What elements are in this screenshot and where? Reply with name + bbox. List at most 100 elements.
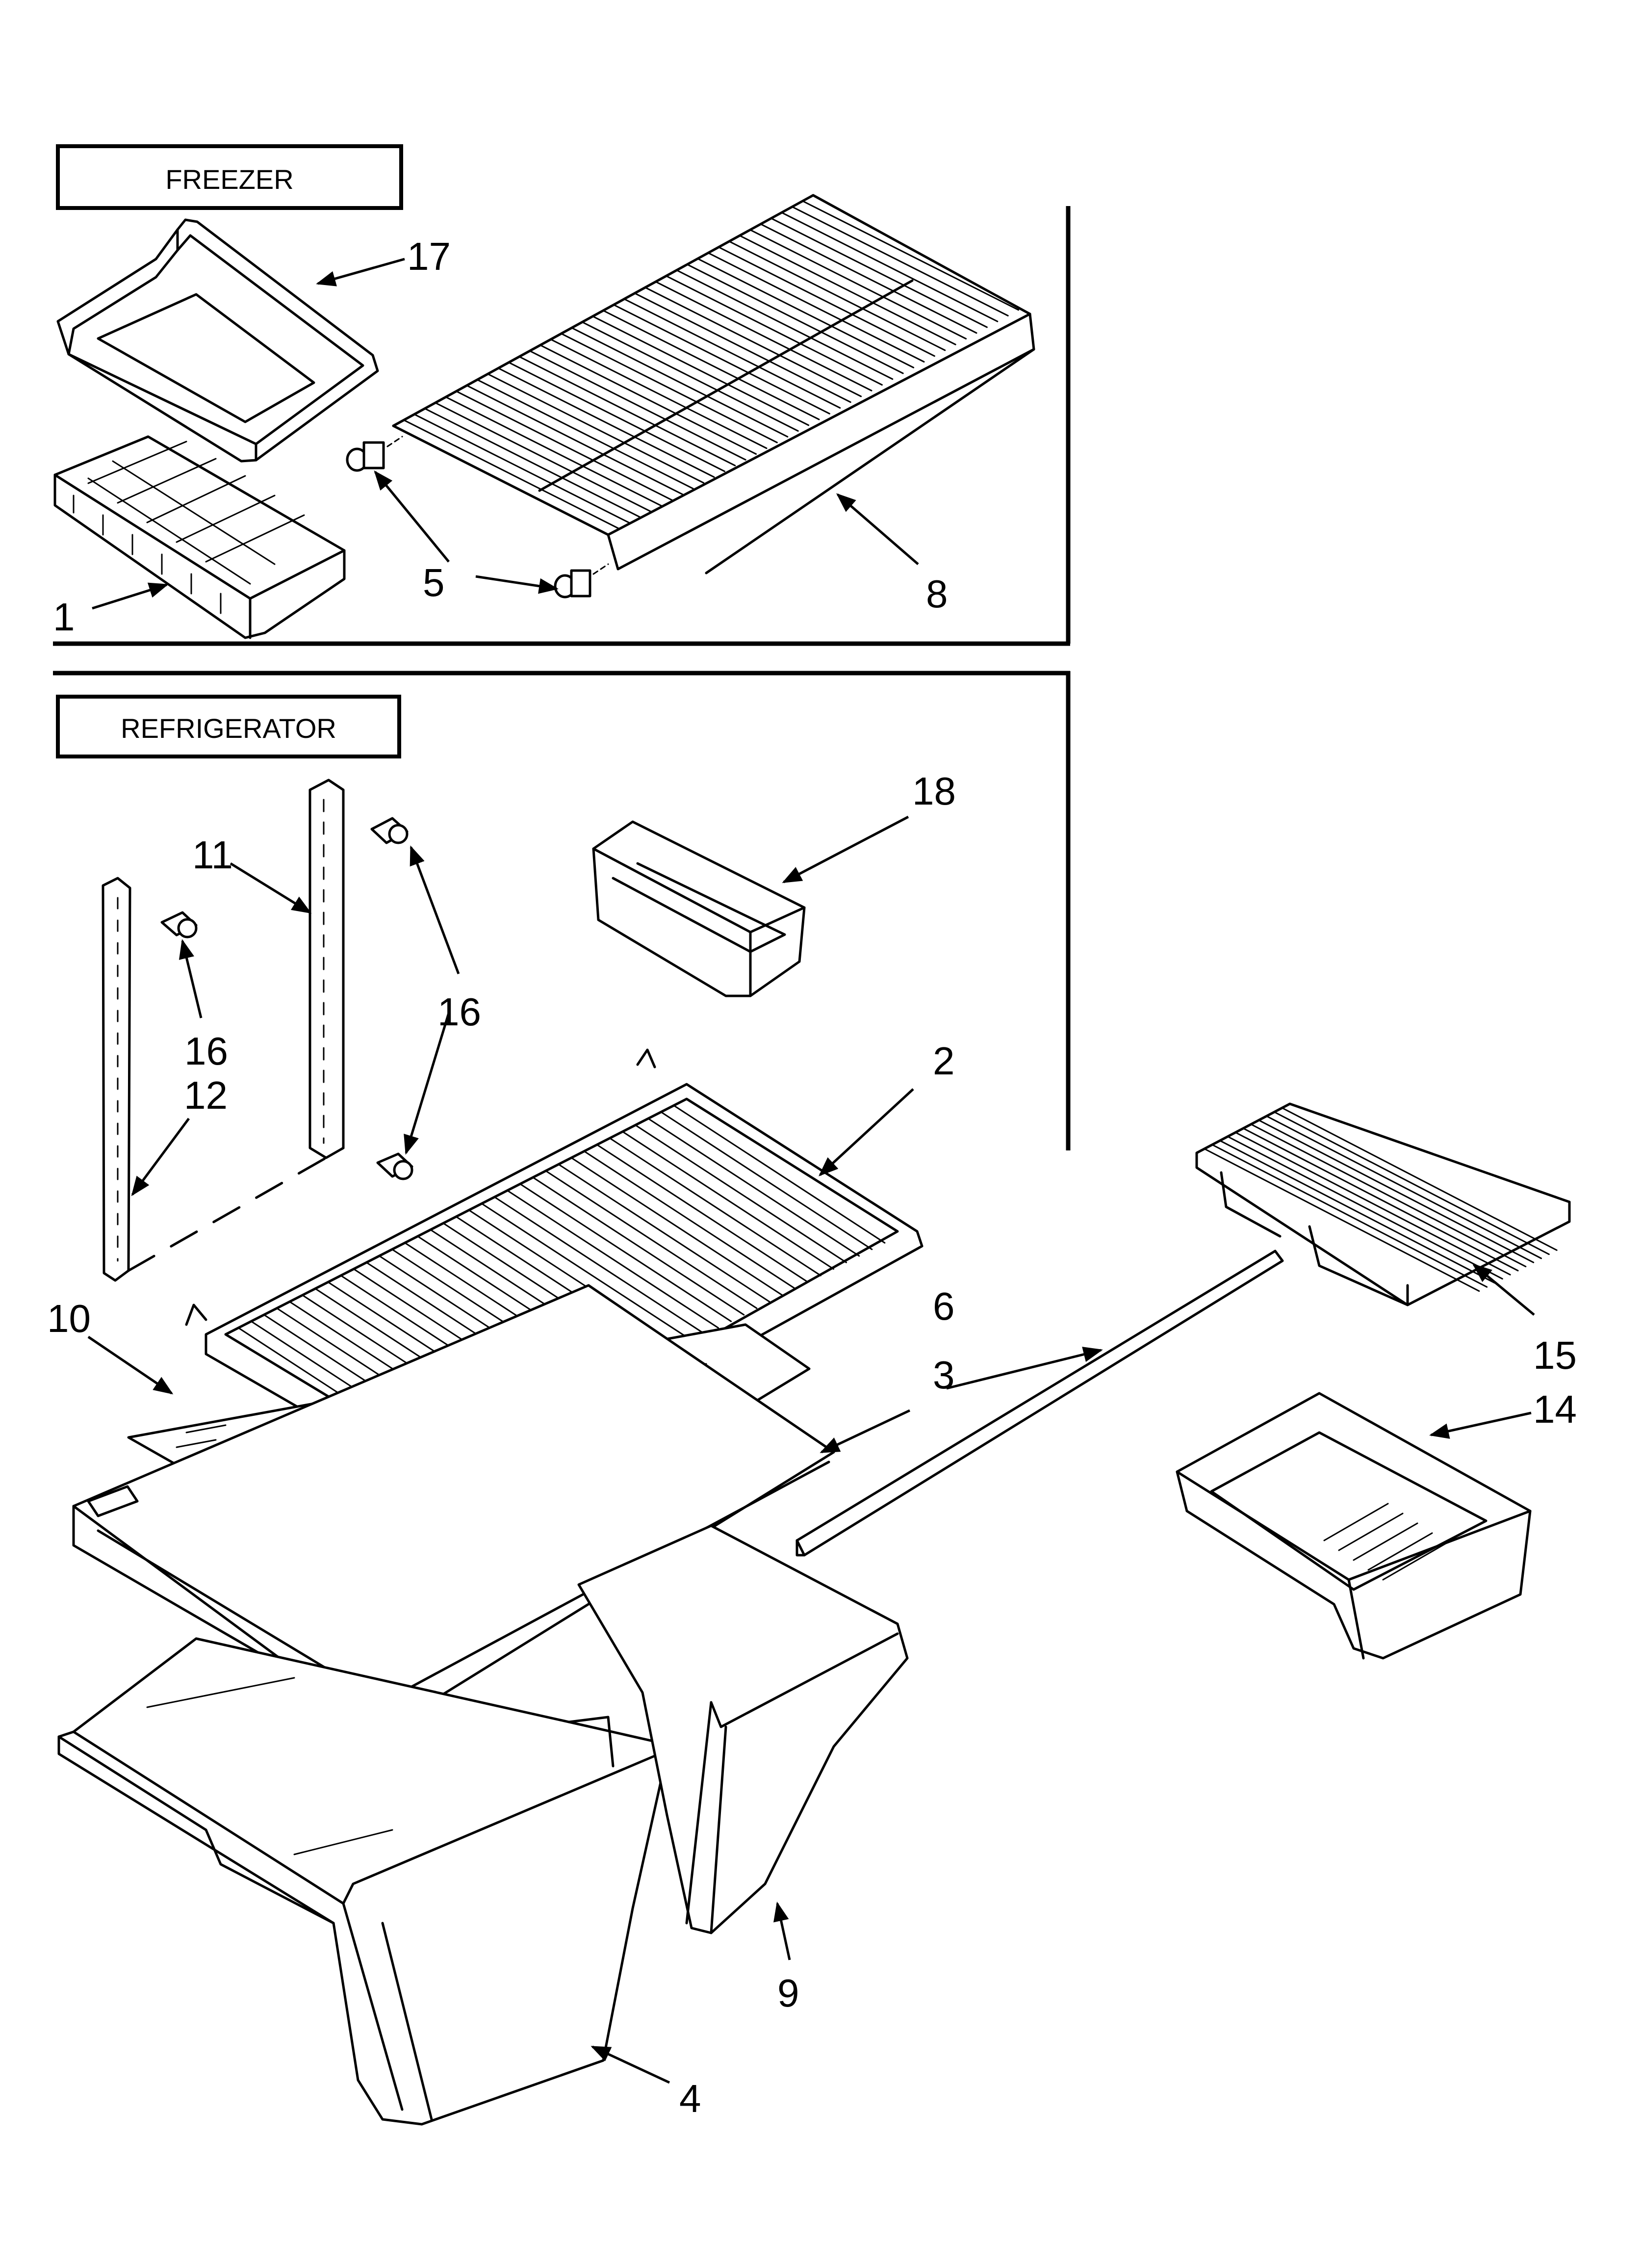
wire-bar xyxy=(571,327,789,438)
wire-bar xyxy=(529,350,746,461)
callout-12: 12 xyxy=(184,1073,228,1117)
wire-bar xyxy=(602,310,820,420)
screw-lower-ladder-11 xyxy=(376,1152,413,1180)
wire-bar xyxy=(1281,1107,1558,1251)
wire-bar xyxy=(1219,1140,1495,1284)
wire-bar xyxy=(581,321,799,432)
refrigerator-section-header: REFRIGERATOR xyxy=(56,695,401,758)
wire-bar xyxy=(435,402,652,513)
wire-bar xyxy=(403,419,620,530)
callout-8: 8 xyxy=(926,572,948,616)
screw-upper-ladder-11 xyxy=(370,817,409,844)
wire-bar xyxy=(1266,1115,1542,1259)
wire-bar xyxy=(673,1104,886,1244)
wire-bar xyxy=(760,223,977,334)
ice-tray-part xyxy=(53,435,346,639)
wire-bar xyxy=(545,1170,758,1309)
wire-bar xyxy=(550,339,768,449)
wire-bar xyxy=(476,379,694,490)
wire-bar xyxy=(424,408,641,519)
wire-bar xyxy=(539,344,757,455)
wire-bar xyxy=(519,1183,732,1322)
callout-11: 11 xyxy=(192,833,233,877)
wire-bar xyxy=(1250,1123,1527,1268)
callout-16-left: 16 xyxy=(184,1029,228,1073)
wire-bar xyxy=(655,281,872,391)
wire-bar xyxy=(583,1150,796,1290)
wire-bar xyxy=(647,1118,860,1257)
wire-bar xyxy=(592,315,810,426)
callout-2: 2 xyxy=(933,1039,955,1083)
callout-6: 6 xyxy=(933,1284,955,1328)
wire-bar xyxy=(660,1111,873,1251)
callout-18: 18 xyxy=(912,769,956,813)
wire-bar xyxy=(497,367,715,478)
callout-14: 14 xyxy=(1533,1387,1577,1431)
ice-bin-part xyxy=(56,218,379,463)
wire-bar xyxy=(802,200,1020,311)
door-bin-part xyxy=(592,820,806,997)
wire-bar xyxy=(455,391,673,501)
shelf-stud-upper xyxy=(346,436,403,472)
wire-bar xyxy=(466,385,684,495)
wire-bar xyxy=(728,240,946,351)
wire-bar xyxy=(493,1196,706,1335)
freezer-frame xyxy=(53,206,1071,646)
wire-bar xyxy=(1204,1148,1480,1292)
wire-bar xyxy=(635,1124,847,1263)
callout-3: 3 xyxy=(933,1353,955,1397)
callout-10: 10 xyxy=(47,1297,91,1340)
wire-bar xyxy=(1234,1131,1511,1276)
refrigerator-label: REFRIGERATOR xyxy=(121,713,336,744)
callout-15: 15 xyxy=(1533,1333,1577,1377)
callout-9: 9 xyxy=(777,1971,799,2015)
shelf-ladder-11-part xyxy=(308,779,345,1159)
freezer-wire-shelf-part xyxy=(392,194,1035,574)
wire-bar xyxy=(781,211,999,322)
wire-bar xyxy=(1227,1136,1503,1280)
wire-bar xyxy=(770,217,988,328)
freezer-section-header: FREEZER xyxy=(56,144,403,210)
meat-drawer-part xyxy=(1176,1392,1532,1660)
wire-bar xyxy=(560,333,778,443)
wire-bar xyxy=(1258,1119,1535,1263)
wire-bar xyxy=(413,414,631,524)
wire-bar xyxy=(1273,1111,1550,1255)
wire-bar xyxy=(445,396,663,507)
wire-bar xyxy=(596,1144,809,1283)
wire-bar xyxy=(613,304,830,415)
shelf-ladder-12-part xyxy=(102,877,345,1282)
wire-bar xyxy=(621,1131,834,1270)
wire-bar xyxy=(644,287,862,397)
trim-strip-part xyxy=(795,1250,1284,1557)
crisper-drawer-part xyxy=(57,1637,678,2126)
wire-bar xyxy=(1242,1127,1519,1272)
screw-ladder-12 xyxy=(160,911,198,938)
wire-bar xyxy=(739,235,956,345)
wire-bar xyxy=(634,292,851,403)
callout-labels: 17 1 5 8 18 11 16 16 12 2 10 6 3 15 14 9… xyxy=(47,235,1577,2120)
wire-bar xyxy=(1211,1144,1488,1288)
callout-4: 4 xyxy=(679,2077,701,2120)
wire-bar xyxy=(487,373,705,484)
crisper-drawer-9-part xyxy=(577,1524,909,1934)
wire-bar xyxy=(623,298,841,409)
wire-bar xyxy=(570,1157,783,1296)
callout-16-right: 16 xyxy=(437,990,481,1034)
wire-bar xyxy=(481,1202,693,1342)
wire-bar xyxy=(697,258,915,368)
wire-bar xyxy=(686,263,904,374)
wire-bar xyxy=(718,246,935,357)
wire-bar xyxy=(707,252,925,363)
wire-bar xyxy=(676,269,894,380)
callout-1: 1 xyxy=(53,595,75,639)
shelf-stud-lower xyxy=(554,563,609,599)
wire-bar xyxy=(532,1176,745,1316)
wire-bar xyxy=(749,229,967,339)
refrigerator-frame xyxy=(53,671,1071,1150)
leader-lines xyxy=(87,258,1535,2084)
wire-bar xyxy=(609,1137,821,1277)
wire-bar xyxy=(558,1163,770,1303)
freezer-label: FREEZER xyxy=(165,164,293,195)
